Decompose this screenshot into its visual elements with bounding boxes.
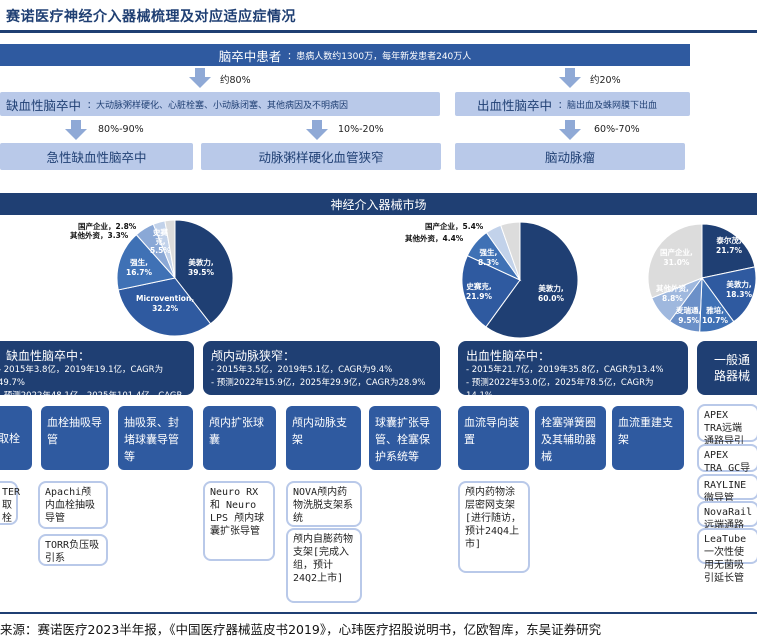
- stenosis-share: 10%-20%: [338, 124, 384, 135]
- ischemic-share: 约80%: [220, 75, 251, 86]
- product-box: 颅内药物涂层密网支架[进行随访，预计24Q4上市]: [458, 481, 530, 573]
- product-box: TORR负压吸引系: [38, 534, 108, 566]
- pie-slice: [174, 219, 234, 325]
- product-box: Apachi颅内血栓抽吸导管: [38, 481, 108, 529]
- category-access-devices: 一般通路器械: [697, 341, 757, 395]
- product-box: NOVA颅内药物洗脱支架系统: [286, 481, 362, 527]
- subcat-aspiration-pump: 抽吸泵、封堵球囊导管等: [118, 406, 193, 470]
- subcat-revascularization: 血流重建支架: [612, 406, 684, 470]
- pie-label: 强生, 8.3%: [478, 248, 499, 267]
- subcat-coil: 栓塞弹簧圈及其辅助器械: [535, 406, 606, 470]
- category-line: - 预测2022年53.0亿，2025年78.5亿，CAGR为14.1%: [466, 378, 654, 401]
- category-stenosis: 颅内动脉狭窄： - 2015年3.5亿，2019年5.1亿，CAGR为9.4% …: [203, 341, 440, 395]
- down-arrow-icon: [65, 120, 87, 140]
- pie-label: Microvention, 32.2%: [136, 294, 195, 313]
- product-box: NovaRail远端通路导管: [697, 501, 757, 544]
- pie-slice: [116, 234, 176, 291]
- pie-label: 其他外资, 8.8%: [656, 284, 689, 303]
- pie-slice: [701, 223, 756, 279]
- product-box: LeaTube一次性使用无菌吸引延长管: [697, 528, 757, 584]
- pie-label: 国产企业, 31.0%: [660, 248, 693, 267]
- acute-share: 80%-90%: [98, 124, 144, 135]
- cerebral-aneurysm-box: 脑动脉瘤: [455, 143, 685, 170]
- pie-label: 强生, 16.7%: [126, 258, 153, 277]
- hemorrhagic-share: 约20%: [590, 75, 621, 86]
- pie-label: 雅培, 10.7%: [702, 306, 729, 325]
- category-line: - 预测2022年15.9亿，2025年29.9亿，CAGR为28.9%: [211, 378, 426, 388]
- pie-label: 国产企业，2.8%: [78, 222, 137, 231]
- pie-slice: [647, 223, 703, 299]
- pie-label: 泰尔茂, 21.7%: [716, 236, 743, 255]
- pie-label: 其他外资，4.4%: [405, 234, 464, 243]
- pie-slice: [164, 219, 176, 279]
- subcat-stent: 颅内动脉支架: [286, 406, 361, 470]
- subcat-flow-diverter: 血流导向装置: [458, 406, 529, 470]
- ischemic-detail: ：大动脉粥样硬化、心脏栓塞、小动脉闭塞、其他病因及不明病因: [87, 100, 349, 111]
- hemorrhagic-detail: ：脑出血及蛛网膜下出血: [558, 100, 658, 111]
- category-title: 出血性脑卒中：: [466, 349, 551, 363]
- product-box: Neuro RX和 Neuro LPS 颅内球囊扩张导管: [203, 481, 275, 561]
- subcat-protection: 球囊扩张导管、栓塞保护系统等: [369, 406, 441, 470]
- footer-rule: [0, 612, 757, 614]
- category-line: - 2015年3.5亿，2019年5.1亿，CAGR为9.4%: [211, 365, 393, 375]
- pie-label: 国产企业，5.4%: [425, 222, 484, 231]
- subcat-thrombectomy: 取栓: [0, 406, 32, 470]
- down-arrow-icon: [306, 120, 328, 140]
- aneurysm-share: 60%-70%: [594, 124, 640, 135]
- atherosclerotic-stenosis-box: 动脉粥样硬化血管狭窄: [201, 143, 441, 170]
- category-line: - 2015年3.8亿，2019年19.1亿，CAGR为49.7%: [0, 365, 164, 388]
- pie-slice: [117, 277, 212, 337]
- banner-detail: ：患病人数约1300万，每年新发患者240万人: [287, 51, 472, 62]
- category-hemorrhagic: 出血性脑卒中： - 2015年21.7亿，2019年35.8亿，CAGR为13.…: [458, 341, 688, 401]
- down-arrow-icon: [189, 68, 211, 88]
- pie-label: 史赛克, 21.9%: [466, 282, 493, 301]
- source-note: 来源：赛诺医疗2023半年报，《中国医疗器械蓝皮书2019》，心玮医疗招股说明书…: [0, 622, 602, 637]
- down-arrow-icon: [559, 120, 581, 140]
- pie-slice: [500, 221, 521, 281]
- stroke-patients-banner: 脑卒中患者 ：患病人数约1300万，每年新发患者240万人: [0, 44, 690, 66]
- ischemic-stroke-box: 缺血性脑卒中 ：大动脉粥样硬化、心脏栓塞、小动脉闭塞、其他病因及不明病因: [0, 92, 440, 116]
- pie-label: 麦瑞通, 9.5%: [676, 306, 702, 325]
- product-box: APEX TRA GC导引导管: [697, 444, 757, 487]
- pie-chart-access: [647, 223, 757, 333]
- page-title: 赛诺医疗神经介入器械梳理及对应适应症情况: [6, 9, 296, 25]
- acute-ischemic-stroke-box: 急性缺血性脑卒中: [0, 143, 193, 170]
- pie-chart-hemorrhagic: [461, 221, 579, 339]
- banner-label: 脑卒中患者: [218, 48, 282, 64]
- category-title: 一般通路器械: [713, 353, 750, 383]
- hemorrhagic-label: 出血性脑卒中: [477, 97, 553, 113]
- category-title: 颅内动脉狭窄：: [211, 349, 296, 363]
- subcat-balloon: 颅内扩张球囊: [203, 406, 276, 470]
- pie-label: 美敦力, 39.5%: [188, 258, 215, 277]
- subcat-aspiration-catheter: 血栓抽吸导管: [41, 406, 109, 470]
- pie-slice: [701, 266, 757, 323]
- pie-label: 史赛 克, 5.5%: [150, 228, 171, 255]
- down-arrow-icon: [559, 68, 581, 88]
- title-rule: [0, 30, 757, 33]
- pie-slice: [485, 221, 579, 339]
- product-box: 颅内自膨药物支架[完成入组，预计24Q2上市]: [286, 528, 362, 603]
- pie-label: 其他外资，3.3%: [70, 231, 129, 240]
- product-box: RAYLINE微导管: [697, 474, 757, 504]
- category-line: - 2015年21.7亿，2019年35.8亿，CAGR为13.4%: [466, 365, 664, 375]
- pie-chart-ischemic: [116, 219, 234, 337]
- product-box: TER取栓: [0, 481, 20, 525]
- hemorrhagic-stroke-box: 出血性脑卒中 ：脑出血及蛛网膜下出血: [455, 92, 690, 116]
- pie-label: 美敦力, 60.0%: [538, 284, 565, 303]
- ischemic-label: 缺血性脑卒中: [6, 97, 82, 113]
- pie-label: 美敦力, 18.3%: [726, 280, 753, 299]
- category-title: 缺血性脑卒中：: [6, 349, 91, 363]
- market-banner: 神经介入器械市场: [0, 193, 757, 215]
- category-ischemic: 缺血性脑卒中： - 2015年3.8亿，2019年19.1亿，CAGR为49.7…: [0, 341, 194, 414]
- product-box: APEX TRA远端通路导引导管: [697, 404, 757, 460]
